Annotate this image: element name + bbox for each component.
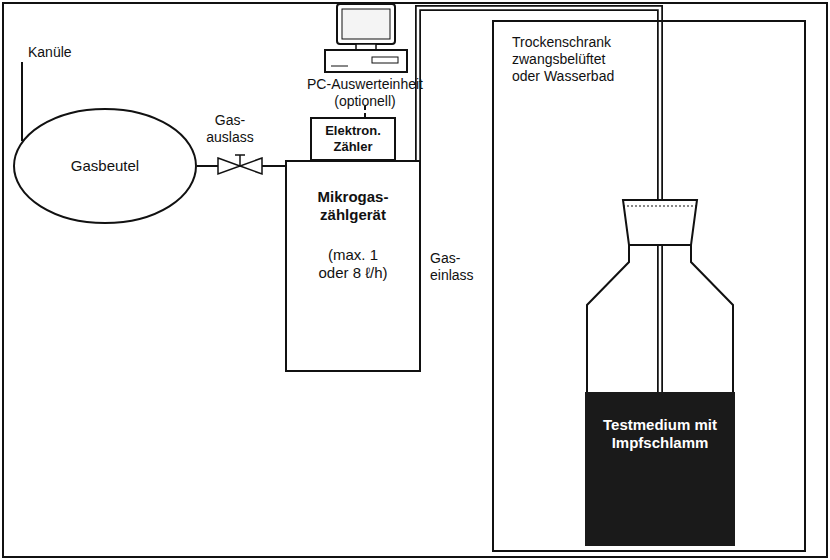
oven-box: Trockenschrank zwangsbelüftet oder Wasse… bbox=[492, 20, 806, 552]
needle-label: Kanüle bbox=[28, 44, 98, 61]
node-title: Testmedium mit Impfschlamm bbox=[595, 416, 725, 452]
valve-symbol bbox=[218, 155, 262, 174]
node-note: (max. 1 oder 8 ℓ/h) bbox=[312, 246, 394, 282]
gas-bag: Gasbeutel bbox=[13, 108, 197, 224]
inlet-label: Gas- einlass bbox=[430, 250, 494, 284]
pc-icon bbox=[325, 4, 407, 72]
outlet-label: Gas- auslass bbox=[198, 112, 262, 146]
frame bbox=[3, 3, 827, 557]
node-title: Mikrogas- zählgerät bbox=[307, 188, 399, 224]
node-title: Trockenschrank zwangsbelüftet oder Wasse… bbox=[512, 34, 630, 84]
node-title: Elektron. Zähler bbox=[318, 123, 388, 154]
pc-label: PC-Auswerteinheit (optionell) bbox=[290, 76, 440, 110]
counter-box: Elektron. Zähler bbox=[310, 117, 396, 161]
gas-meter-box: Mikrogas- zählgerät (max. 1 oder 8 ℓ/h) bbox=[285, 160, 421, 372]
medium-fill: Testmedium mit Impfschlamm bbox=[585, 392, 735, 546]
needle bbox=[21, 62, 23, 141]
node-title: Gasbeutel bbox=[71, 157, 139, 175]
